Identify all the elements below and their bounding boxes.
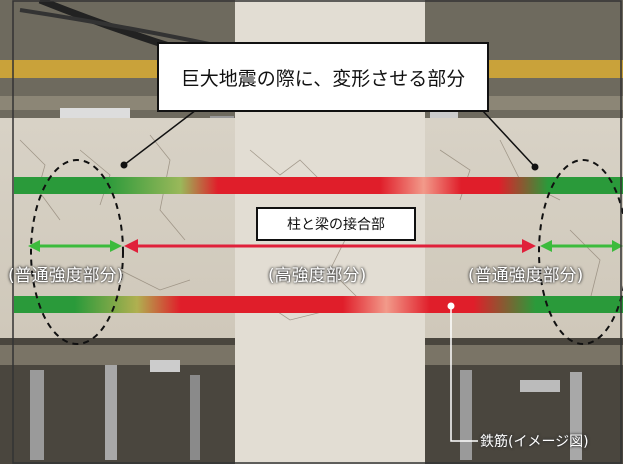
rebar-band-bottom [14, 296, 623, 313]
label-normal-strength-left: (普通強度部分) [8, 266, 124, 286]
callout-joint: 柱と梁の接合部 [256, 207, 416, 241]
leader-line-right [481, 109, 536, 168]
arrow-center-high [124, 239, 536, 253]
arrow-right-normal [540, 240, 623, 252]
label-rebar-image: 鉄筋(イメージ図) [480, 434, 589, 450]
rebar-band-top [14, 177, 623, 194]
deformation-zone-left [30, 159, 124, 345]
label-high-strength: (高強度部分) [268, 266, 367, 286]
rebar-leader-line [450, 306, 478, 442]
label-normal-strength-right: (普通強度部分) [468, 266, 584, 286]
arrow-left-normal [28, 240, 122, 252]
leader-line-left [123, 109, 197, 166]
callout-deformation-part: 巨大地震の際に、変形させる部分 [157, 42, 489, 112]
